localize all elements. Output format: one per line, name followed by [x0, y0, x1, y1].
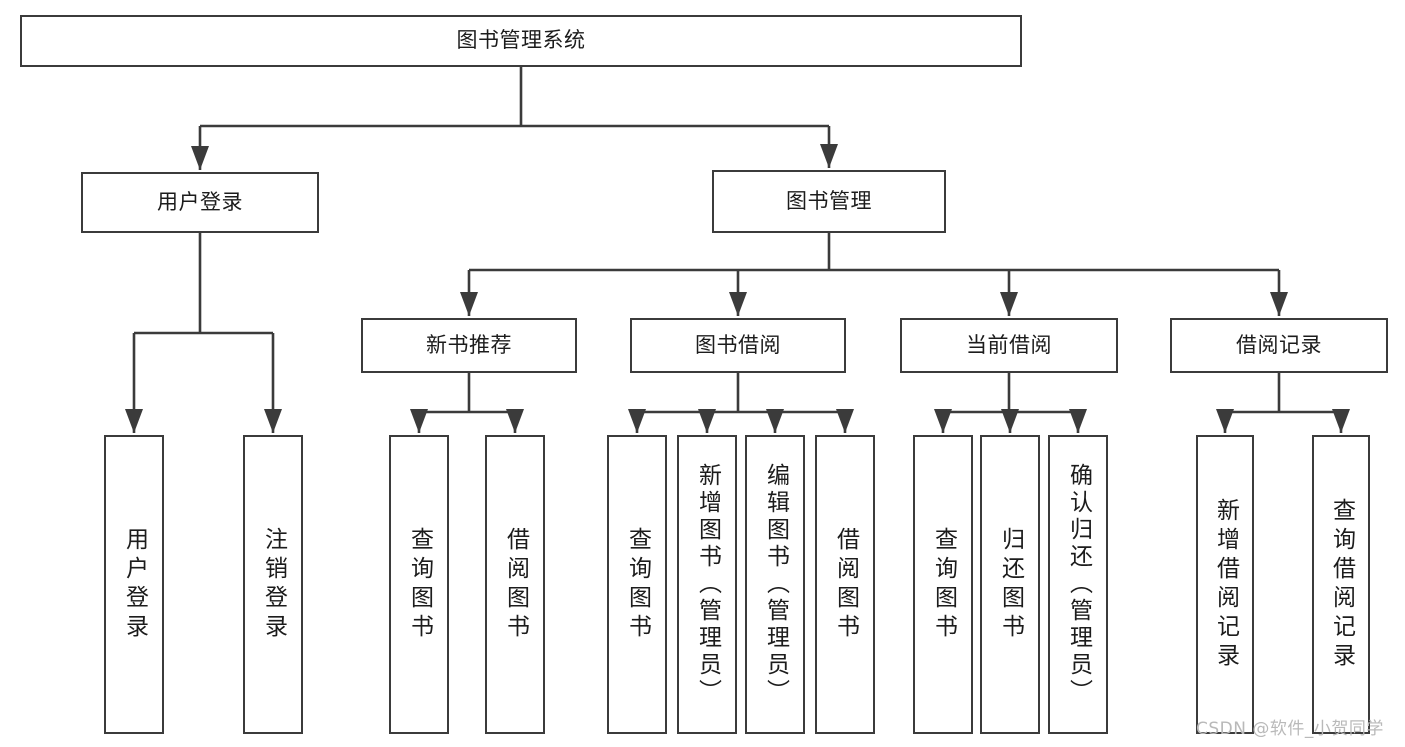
- node-label: 查询图书: [624, 526, 651, 643]
- node-label: 归还图书: [997, 526, 1024, 643]
- arrow-head-icon-leaf-user-logout: [264, 409, 282, 433]
- arrow-head-icon-new-book-rec: [460, 292, 478, 316]
- node-borrow-record[interactable]: 借阅记录: [1170, 318, 1388, 373]
- node-label: 新增图书（管理员）: [694, 463, 721, 706]
- arrow-head-icon-book-borrow: [729, 292, 747, 316]
- node-label: 确认归还（管理员）: [1065, 463, 1092, 706]
- arrow-head-icon-leaf-query-book-3: [934, 409, 952, 433]
- node-label: 查询借阅记录: [1328, 497, 1355, 672]
- node-book-manage[interactable]: 图书管理: [712, 170, 946, 233]
- arrow-head-icon-leaf-confirm-return: [1069, 409, 1087, 433]
- node-label: 借阅图书: [832, 526, 859, 643]
- arrow-head-icon-leaf-query-book-2: [628, 409, 646, 433]
- node-leaf-add-record[interactable]: 新增借阅记录: [1196, 435, 1254, 734]
- node-label: 图书管理系统: [456, 28, 586, 53]
- node-leaf-user-login[interactable]: 用户登录: [104, 435, 164, 734]
- node-root-root[interactable]: 图书管理系统: [20, 15, 1022, 67]
- node-label: 图书管理: [786, 188, 872, 213]
- arrow-head-icon-leaf-user-login: [125, 409, 143, 433]
- node-leaf-query-record[interactable]: 查询借阅记录: [1312, 435, 1370, 734]
- node-current-borrow[interactable]: 当前借阅: [900, 318, 1118, 373]
- node-label: 查询图书: [406, 526, 433, 643]
- node-leaf-query-book-2[interactable]: 查询图书: [607, 435, 667, 734]
- watermark-label: CSDN @软件_小贺同学: [1196, 719, 1384, 739]
- node-user-login[interactable]: 用户登录: [81, 172, 319, 233]
- arrow-head-icon-leaf-return-book: [1001, 409, 1019, 433]
- node-label: 用户登录: [121, 526, 148, 643]
- node-new-book-rec[interactable]: 新书推荐: [361, 318, 577, 373]
- arrow-head-icon-borrow-record: [1270, 292, 1288, 316]
- node-label: 编辑图书（管理员）: [762, 463, 789, 706]
- arrow-head-icon-leaf-add-book: [698, 409, 716, 433]
- node-label: 借阅记录: [1236, 332, 1322, 357]
- arrow-head-icon-book-manage: [820, 144, 838, 168]
- node-book-borrow[interactable]: 图书借阅: [630, 318, 846, 373]
- node-label: 借阅图书: [502, 526, 529, 643]
- node-label: 图书借阅: [695, 332, 781, 357]
- node-leaf-borrow-book-2[interactable]: 借阅图书: [815, 435, 875, 734]
- node-leaf-edit-book[interactable]: 编辑图书（管理员）: [745, 435, 805, 734]
- node-leaf-add-book[interactable]: 新增图书（管理员）: [677, 435, 737, 734]
- node-label: 查询图书: [930, 526, 957, 643]
- node-leaf-user-logout[interactable]: 注销登录: [243, 435, 303, 734]
- node-label: 用户登录: [157, 189, 243, 214]
- node-label: 当前借阅: [966, 332, 1052, 357]
- arrow-head-icon-leaf-add-record: [1216, 409, 1234, 433]
- node-label: 注销登录: [260, 526, 287, 643]
- node-leaf-borrow-book-1[interactable]: 借阅图书: [485, 435, 545, 734]
- arrow-head-icon-leaf-query-book-1: [410, 409, 428, 433]
- node-label: 新书推荐: [426, 332, 512, 357]
- node-leaf-confirm-return[interactable]: 确认归还（管理员）: [1048, 435, 1108, 734]
- arrow-head-icon-leaf-query-record: [1332, 409, 1350, 433]
- arrow-head-icon-user-login: [191, 146, 209, 170]
- node-leaf-return-book[interactable]: 归还图书: [980, 435, 1040, 734]
- arrow-head-icon-leaf-borrow-book-1: [506, 409, 524, 433]
- node-leaf-query-book-3[interactable]: 查询图书: [913, 435, 973, 734]
- node-label: 新增借阅记录: [1212, 497, 1239, 672]
- arrow-head-icon-leaf-borrow-book-2: [836, 409, 854, 433]
- arrow-head-icon-current-borrow: [1000, 292, 1018, 316]
- arrow-head-icon-leaf-edit-book: [766, 409, 784, 433]
- node-leaf-query-book-1[interactable]: 查询图书: [389, 435, 449, 734]
